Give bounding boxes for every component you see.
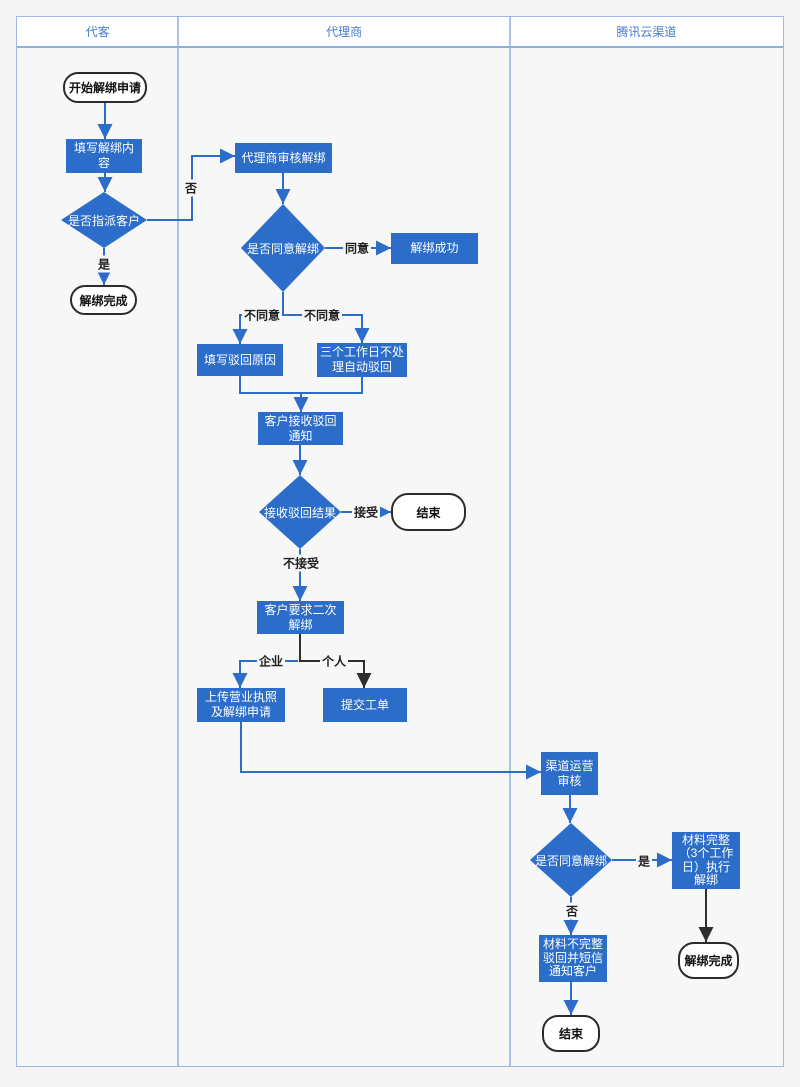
edge-label-disagree-left: 不同意 (241, 306, 283, 324)
unbind-success-node: 解绑成功 (391, 233, 478, 264)
edge-label-yes-assign: 是 (95, 255, 113, 273)
edge-label-accept: 接受 (351, 503, 381, 521)
lane-divider-2 (509, 16, 511, 1067)
swimlane-frame: 代客 代理商 腾讯云渠道 (16, 16, 784, 1067)
edge-label-yes-channel: 是 (635, 852, 653, 870)
edge-label-not-accept: 不接受 (280, 554, 322, 572)
customer-receive-notice-node: 客户接收驳回 通知 (258, 412, 343, 445)
unbind-done-agent-node: 解绑完成 (70, 285, 137, 315)
start-node: 开始解绑申请 (63, 72, 147, 103)
lane-header-row: 代客 代理商 腾讯云渠道 (17, 17, 783, 48)
edge-label-enterprise: 企业 (256, 652, 286, 670)
agent-review-node: 代理商审核解绑 (235, 143, 332, 173)
lane-title: 腾讯云渠道 (616, 25, 677, 39)
lane-title: 代理商 (326, 25, 363, 39)
fill-unbind-content-node: 填写解绑内 容 (66, 139, 142, 173)
edge-merge-bar (239, 376, 363, 394)
diamond-agent-agree-decision (241, 204, 325, 292)
channel-review-node: 渠道运营 审核 (541, 752, 598, 795)
diamond-assign-decision (61, 192, 147, 248)
lane-header-customer: 代客 (17, 17, 179, 46)
second-unbind-request-node: 客户要求二次 解绑 (257, 601, 344, 634)
upload-license-node: 上传营业执照 及解绑申请 (197, 688, 285, 722)
lane-header-tencent-channel: 腾讯云渠道 (510, 17, 783, 46)
edge-label-disagree-right: 不同意 (301, 306, 343, 324)
diamond-receive-result-decision (259, 475, 341, 549)
submit-ticket-node: 提交工单 (323, 688, 407, 722)
material-complete-node: 材料完整 （3个工作 日）执行 解绑 (672, 832, 740, 889)
edge-label-no-assign: 否 (182, 179, 200, 197)
lane-header-agent: 代理商 (179, 17, 510, 46)
edge-upload-to-channel-review (240, 722, 541, 780)
edge-label-agree: 同意 (342, 239, 372, 257)
auto-reject-node: 三个工作日不处 理自动驳回 (317, 343, 407, 377)
edge-label-personal: 个人 (319, 652, 349, 670)
unbind-done-channel-node: 解绑完成 (678, 942, 739, 979)
material-incomplete-node: 材料不完整 驳回并短信 通知客户 (539, 935, 607, 982)
edge-label-no-channel: 否 (563, 902, 581, 920)
diamond-channel-agree-decision (530, 823, 612, 897)
lane-title: 代客 (85, 25, 110, 39)
end-agent-node: 结束 (391, 493, 466, 531)
end-channel-node: 结束 (542, 1015, 600, 1052)
lane-divider-1 (177, 16, 179, 1067)
fill-reject-reason-node: 填写驳回原因 (197, 344, 283, 376)
